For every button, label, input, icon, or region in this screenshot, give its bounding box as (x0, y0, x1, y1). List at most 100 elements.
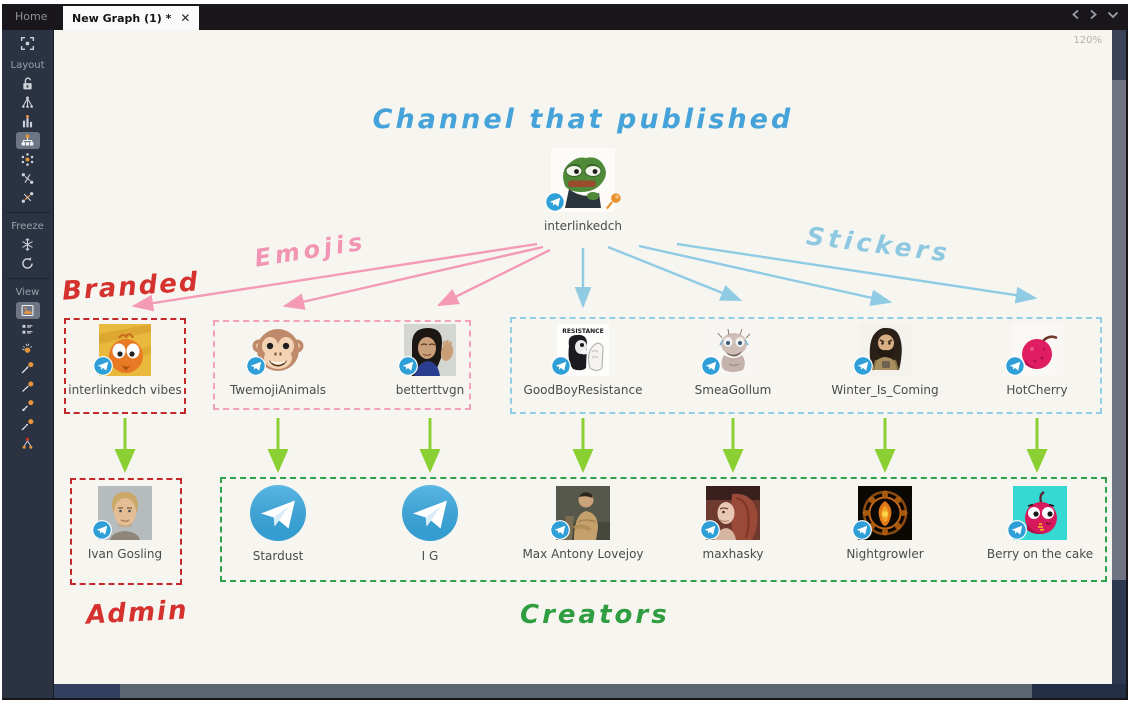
node-stardust[interactable]: Stardust (203, 484, 353, 563)
node-highlight-icon (22, 343, 33, 353)
vertical-scrollbar-thumb[interactable] (1112, 80, 1126, 580)
edge-into-node-icon (21, 362, 34, 374)
node-berry-on-the-cake[interactable]: Berry on the cake (970, 486, 1110, 561)
telegram-badge-icon (853, 356, 873, 376)
node-label: TwemojiAnimals (229, 383, 327, 397)
list-view-button[interactable] (16, 321, 40, 338)
menu-home[interactable]: Home (15, 10, 48, 23)
vertical-scrollbar[interactable] (1112, 30, 1126, 684)
fit-to-screen-button[interactable] (16, 35, 40, 52)
telegram-badge-icon (1005, 356, 1025, 376)
edge-expand-icon (21, 192, 34, 203)
node-goodboyresistance[interactable]: RESISTANCE GoodBoyResistance (508, 324, 658, 397)
waving-woman-avatar (404, 324, 456, 376)
node-ivan-gosling[interactable]: Ivan Gosling (54, 486, 200, 561)
node-label: interlinkedch vibes (68, 383, 182, 397)
sticker-header-text: RESISTANCE (562, 328, 603, 335)
tab-close-icon[interactable]: ✕ (180, 11, 191, 25)
annotation-creators: Creators (520, 600, 670, 630)
node-label: I G (421, 549, 439, 563)
tab-scroll-right-icon[interactable] (1089, 9, 1098, 20)
radial-layout-button[interactable] (16, 151, 40, 168)
tab-new-graph[interactable]: New Graph (1) * ✕ (63, 6, 200, 30)
bar-layout-icon (22, 115, 33, 128)
freeze-button[interactable] (16, 236, 40, 253)
node-i-g[interactable]: I G (355, 484, 505, 563)
admin-group-box (70, 478, 182, 585)
node-label: Max Antony Lovejoy (522, 547, 644, 561)
node-interlinkedch-vibes[interactable]: interlinkedch vibes (54, 324, 200, 397)
node-highlight-button[interactable] (16, 340, 40, 357)
edge-arrow-node-icon (21, 419, 34, 431)
node-label: HotCherry (1006, 383, 1068, 397)
node-label: SmeaGollum (694, 383, 772, 397)
horizontal-scrollbar[interactable] (54, 684, 1126, 698)
telegram-badge-icon (1007, 520, 1027, 540)
edge-arrow-node-button[interactable] (16, 416, 40, 433)
zoom-level: 120% (1073, 35, 1102, 46)
telegram-badge-icon (701, 356, 721, 376)
tab-title: New Graph (1) * (72, 11, 172, 25)
node-interlinkedch[interactable]: interlinkedch (503, 148, 663, 233)
unlock-layout-button[interactable] (16, 75, 40, 92)
telegram-badge-icon (551, 356, 571, 376)
creators-group-box (220, 477, 1107, 582)
node-label: interlinkedch (544, 219, 622, 233)
node-label: Winter_Is_Coming (831, 383, 939, 397)
node-smeagollum[interactable]: SmeaGollum (658, 324, 808, 397)
node-winter-is-coming[interactable]: Winter_Is_Coming (810, 324, 960, 397)
pink-berry-avatar (1013, 486, 1067, 540)
tab-list-dropdown-icon[interactable] (1107, 9, 1119, 20)
refresh-button[interactable] (16, 255, 40, 272)
node-hotcherry[interactable]: HotCherry (962, 324, 1112, 397)
telegram-badge-icon (852, 520, 872, 540)
graph-canvas[interactable]: 120% (54, 30, 1112, 684)
sidebar-section-layout: Layout (10, 60, 45, 71)
telegram-badge-icon (93, 356, 113, 376)
node-betterttvgn[interactable]: betterttvgn (355, 324, 505, 397)
annotation-emojis: Emojis (252, 227, 369, 273)
tree-view-button[interactable] (16, 435, 40, 452)
list-view-icon (22, 324, 33, 334)
node-label: Ivan Gosling (87, 547, 163, 561)
telegram-logo-avatar (249, 484, 307, 542)
node-max-antony-lovejoy[interactable]: Max Antony Lovejoy (508, 486, 658, 561)
bar-layout-button[interactable] (16, 113, 40, 130)
edge-contract-button[interactable] (16, 170, 40, 187)
snowflake-icon (22, 238, 33, 251)
orange-bird-avatar (99, 324, 151, 376)
top-menu-bar: Home New Graph (1) * ✕ (2, 4, 1128, 30)
man-leaning-photo-avatar (556, 486, 610, 540)
telegram-badge-icon (92, 520, 112, 540)
node-twemojianimals[interactable]: TwemojiAnimals (203, 324, 353, 397)
edge-into-node-button[interactable] (16, 359, 40, 376)
tab-scroll-left-icon[interactable] (1071, 9, 1080, 20)
horizontal-scrollbar-corner (54, 684, 120, 698)
tree-view-icon (22, 437, 33, 449)
edge-out-of-node-button[interactable] (16, 397, 40, 414)
tree-layout-button[interactable] (16, 94, 40, 111)
sidebar-section-view: View (15, 287, 40, 298)
edge-contract-icon (21, 173, 34, 184)
image-view-icon (21, 304, 34, 317)
node-maxhasky[interactable]: maxhasky (658, 486, 808, 561)
node-nightgrowler[interactable]: Nightgrowler (810, 486, 960, 561)
horizontal-scrollbar-thumb[interactable] (120, 684, 1032, 698)
image-view-button[interactable] (15, 302, 40, 319)
annotation-admin: Admin (85, 595, 190, 631)
radial-layout-icon (21, 153, 34, 166)
tool-sidebar: Layout Freeze (2, 30, 54, 698)
node-label: GoodBoyResistance (523, 383, 643, 397)
edge-expand-button[interactable] (16, 189, 40, 206)
sidebar-divider (5, 212, 50, 213)
edge-line-node-button[interactable] (16, 378, 40, 395)
hierarchy-layout-button[interactable] (15, 132, 40, 149)
emojis-group-box (213, 320, 471, 410)
annotation-stickers: Stickers (804, 221, 953, 268)
vertical-scrollbar-track[interactable] (1112, 580, 1126, 684)
man-photo-avatar (98, 486, 152, 540)
sidebar-section-freeze: Freeze (11, 221, 44, 232)
annotation-branded: Branded (61, 267, 201, 307)
fit-to-screen-icon (20, 36, 35, 51)
